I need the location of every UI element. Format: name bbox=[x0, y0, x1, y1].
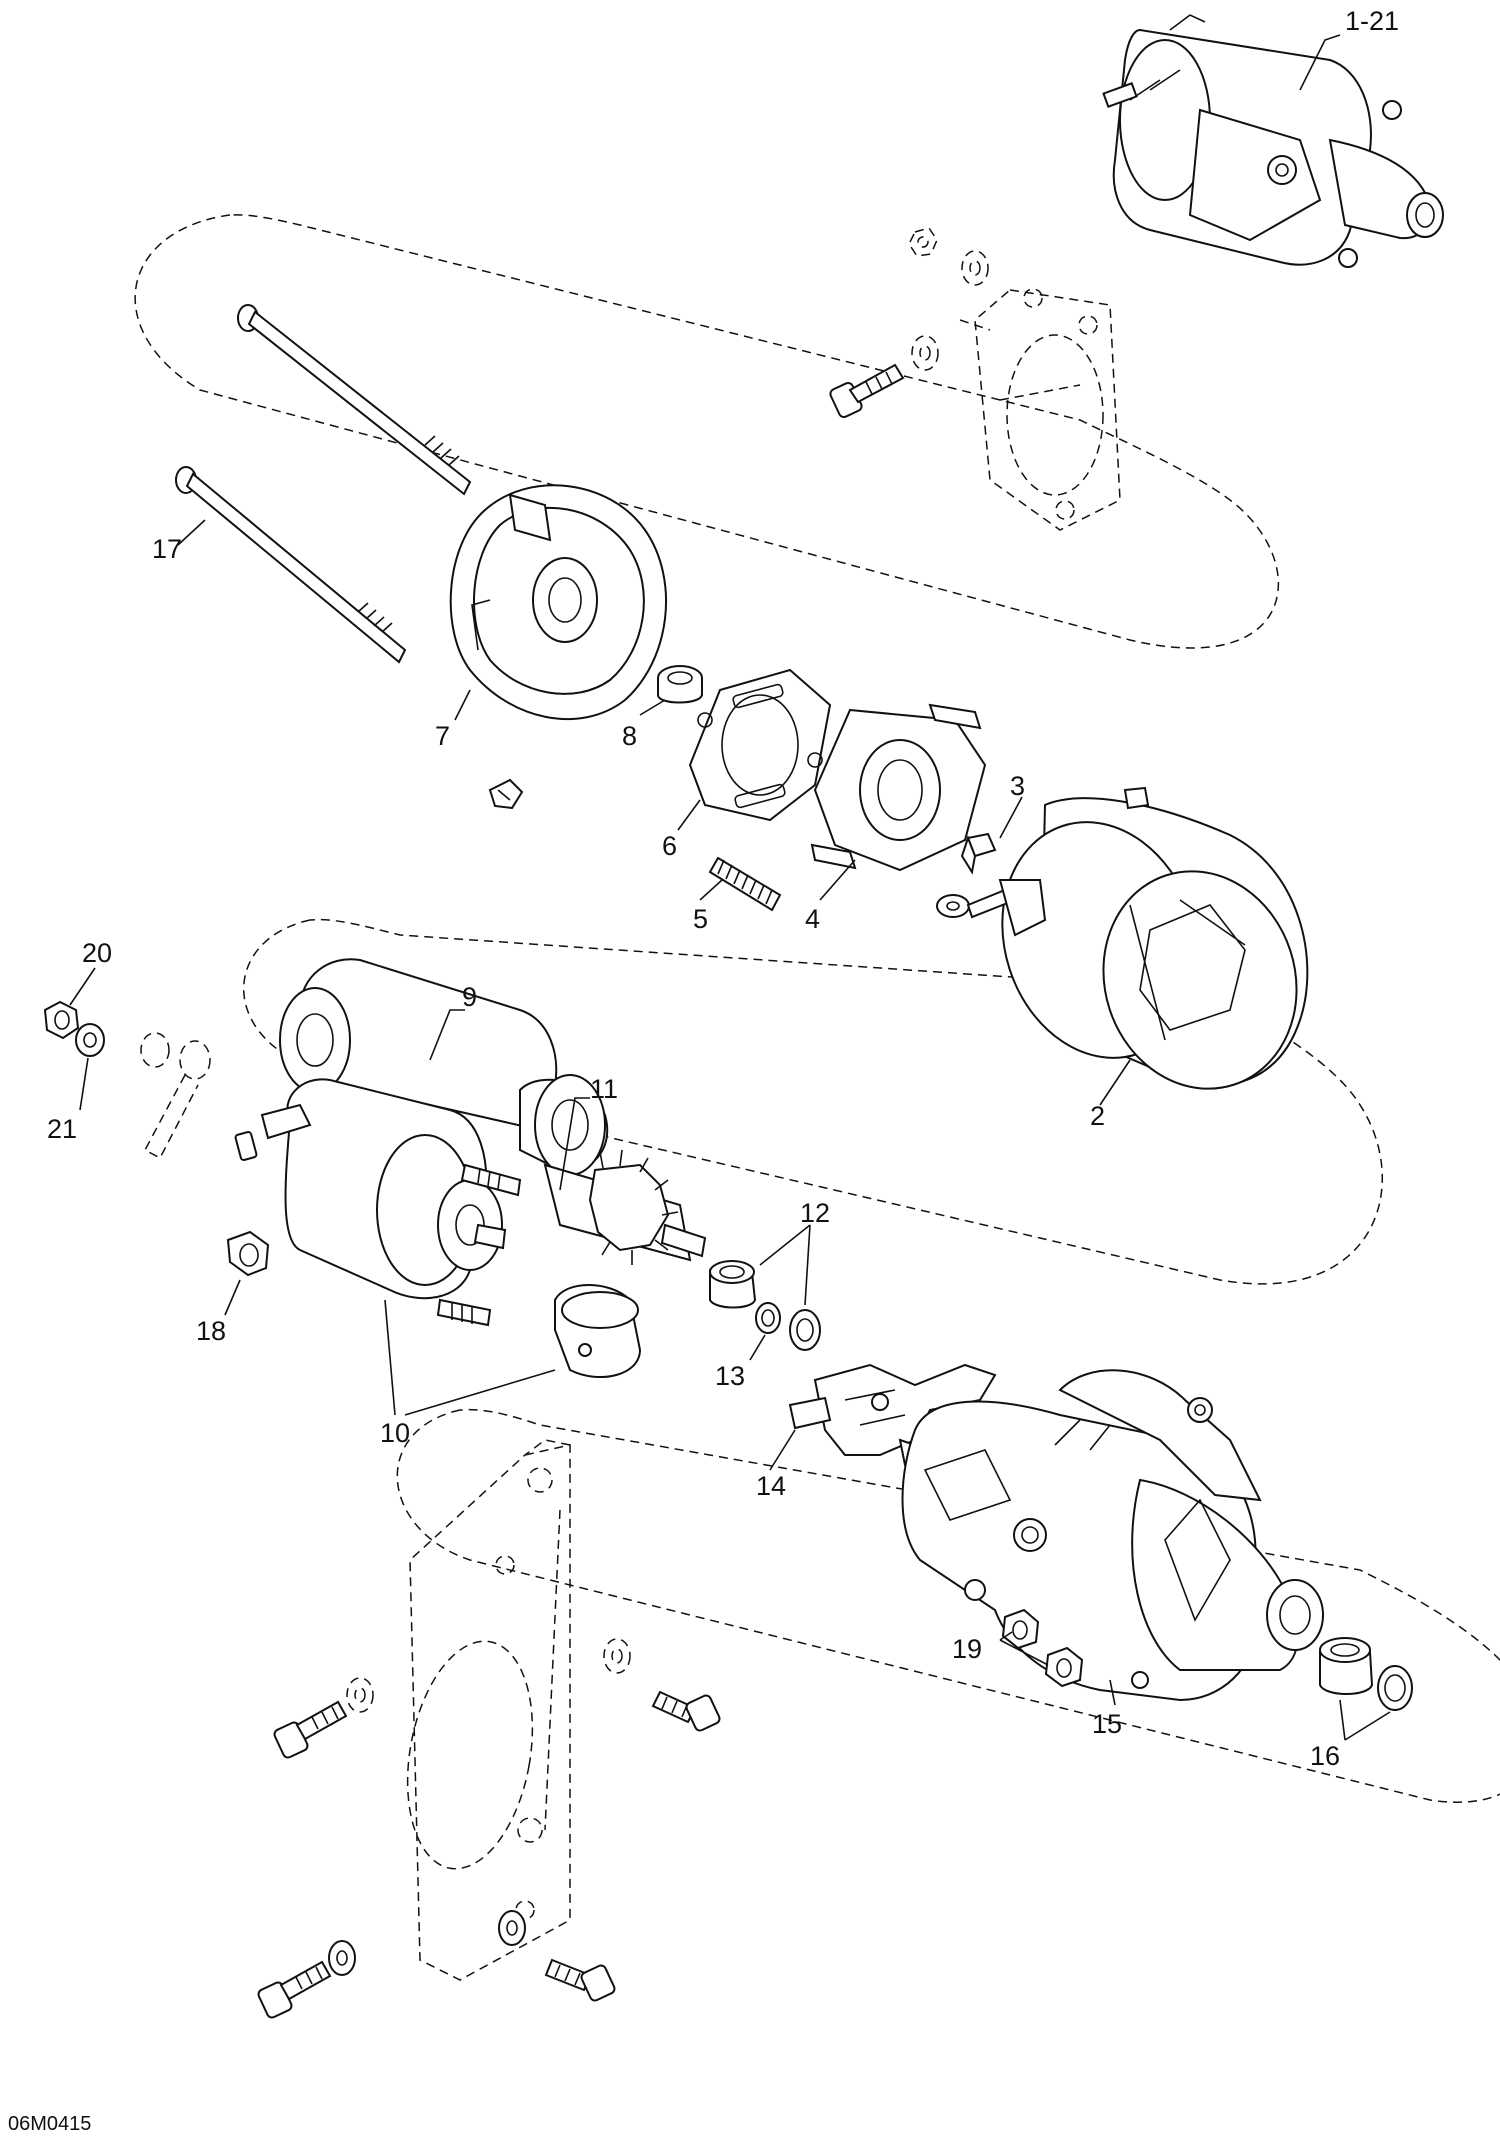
drive-end-seal bbox=[1377, 1665, 1413, 1711]
brush-holder bbox=[810, 703, 987, 872]
brush bbox=[960, 832, 997, 875]
pinion-drive bbox=[543, 1149, 707, 1265]
bottom-mount-washer-lower-left bbox=[328, 1940, 356, 1976]
bottom-mount-bolt-lower-left bbox=[257, 1960, 332, 2019]
callout-6: 6 bbox=[662, 831, 677, 861]
solenoid-plunger bbox=[554, 1284, 642, 1379]
through-bolt-upper bbox=[237, 304, 472, 496]
field-yoke bbox=[1001, 786, 1309, 1090]
terminal-nut bbox=[43, 1000, 80, 1040]
top-mounting-bolt bbox=[829, 363, 905, 419]
top-mounting-gasket bbox=[959, 288, 1121, 531]
callout-17: 17 bbox=[152, 534, 182, 564]
stop-collar bbox=[709, 1260, 757, 1309]
solenoid bbox=[234, 1078, 522, 1327]
brush-plate bbox=[688, 668, 832, 822]
dashed-outline-top bbox=[134, 214, 1280, 649]
drive-end-bushing bbox=[1319, 1637, 1374, 1695]
top-mounting-nut bbox=[908, 227, 938, 257]
bottom-mounting-bracket bbox=[406, 1439, 571, 1981]
leader-lines bbox=[69, 34, 1391, 1741]
callout-20: 20 bbox=[82, 938, 112, 968]
callout-16: 16 bbox=[1310, 1741, 1340, 1771]
callout-2: 2 bbox=[1090, 1101, 1105, 1131]
cable-lug-dashed bbox=[140, 1032, 211, 1160]
housing-nut-upper bbox=[1001, 1608, 1040, 1650]
callout-7: 7 bbox=[435, 721, 450, 751]
bottom-mount-bolt-lower-right bbox=[544, 1958, 616, 2002]
drive-end-housing bbox=[901, 1369, 1324, 1702]
callout-9: 9 bbox=[462, 982, 477, 1012]
brush-spring bbox=[708, 856, 782, 912]
commutator-end-frame bbox=[449, 484, 668, 721]
callout-18: 18 bbox=[196, 1316, 226, 1346]
callout-3: 3 bbox=[1010, 771, 1025, 801]
dashed-outline-middle bbox=[243, 918, 1383, 1285]
housing-nut-lower bbox=[1044, 1646, 1084, 1688]
callout-11: 11 bbox=[590, 1074, 618, 1104]
terminal-washer bbox=[75, 1023, 105, 1057]
field-lead-terminal bbox=[936, 879, 1047, 937]
bottom-mount-washer-upper-left bbox=[346, 1677, 374, 1713]
callout-8: 8 bbox=[622, 721, 637, 751]
bushing bbox=[657, 665, 703, 704]
bottom-mount-bolt-upper-left bbox=[273, 1700, 348, 1759]
thrust-washer bbox=[789, 1309, 821, 1351]
top-mounting-washer bbox=[961, 250, 989, 286]
callout-5: 5 bbox=[693, 904, 708, 934]
callout-13: 13 bbox=[715, 1361, 745, 1391]
bottom-mount-washer-upper-right bbox=[603, 1638, 631, 1674]
callout-15: 15 bbox=[1092, 1709, 1122, 1739]
through-bolt-lower bbox=[175, 466, 407, 664]
snap-ring bbox=[755, 1302, 781, 1334]
dashed-outline-bottom bbox=[396, 1408, 1500, 1803]
solenoid-nut bbox=[226, 1230, 270, 1277]
callout-12: 12 bbox=[800, 1198, 830, 1228]
bottom-mount-bolt-upper-right bbox=[651, 1690, 721, 1732]
top-mounting-washer-lower bbox=[911, 335, 939, 371]
bottom-mount-washer-lower-right bbox=[498, 1910, 526, 1946]
starter-assembly bbox=[1102, 14, 1444, 268]
callout-1-21: 1-21 bbox=[1345, 6, 1399, 36]
callout-14: 14 bbox=[756, 1471, 786, 1501]
callout-19: 19 bbox=[952, 1634, 982, 1664]
callout-21: 21 bbox=[47, 1114, 77, 1144]
callout-4: 4 bbox=[805, 904, 820, 934]
diagram-reference-code: 06M0415 bbox=[8, 2113, 91, 2135]
callout-10: 10 bbox=[380, 1418, 410, 1448]
brush-clip bbox=[488, 778, 524, 810]
